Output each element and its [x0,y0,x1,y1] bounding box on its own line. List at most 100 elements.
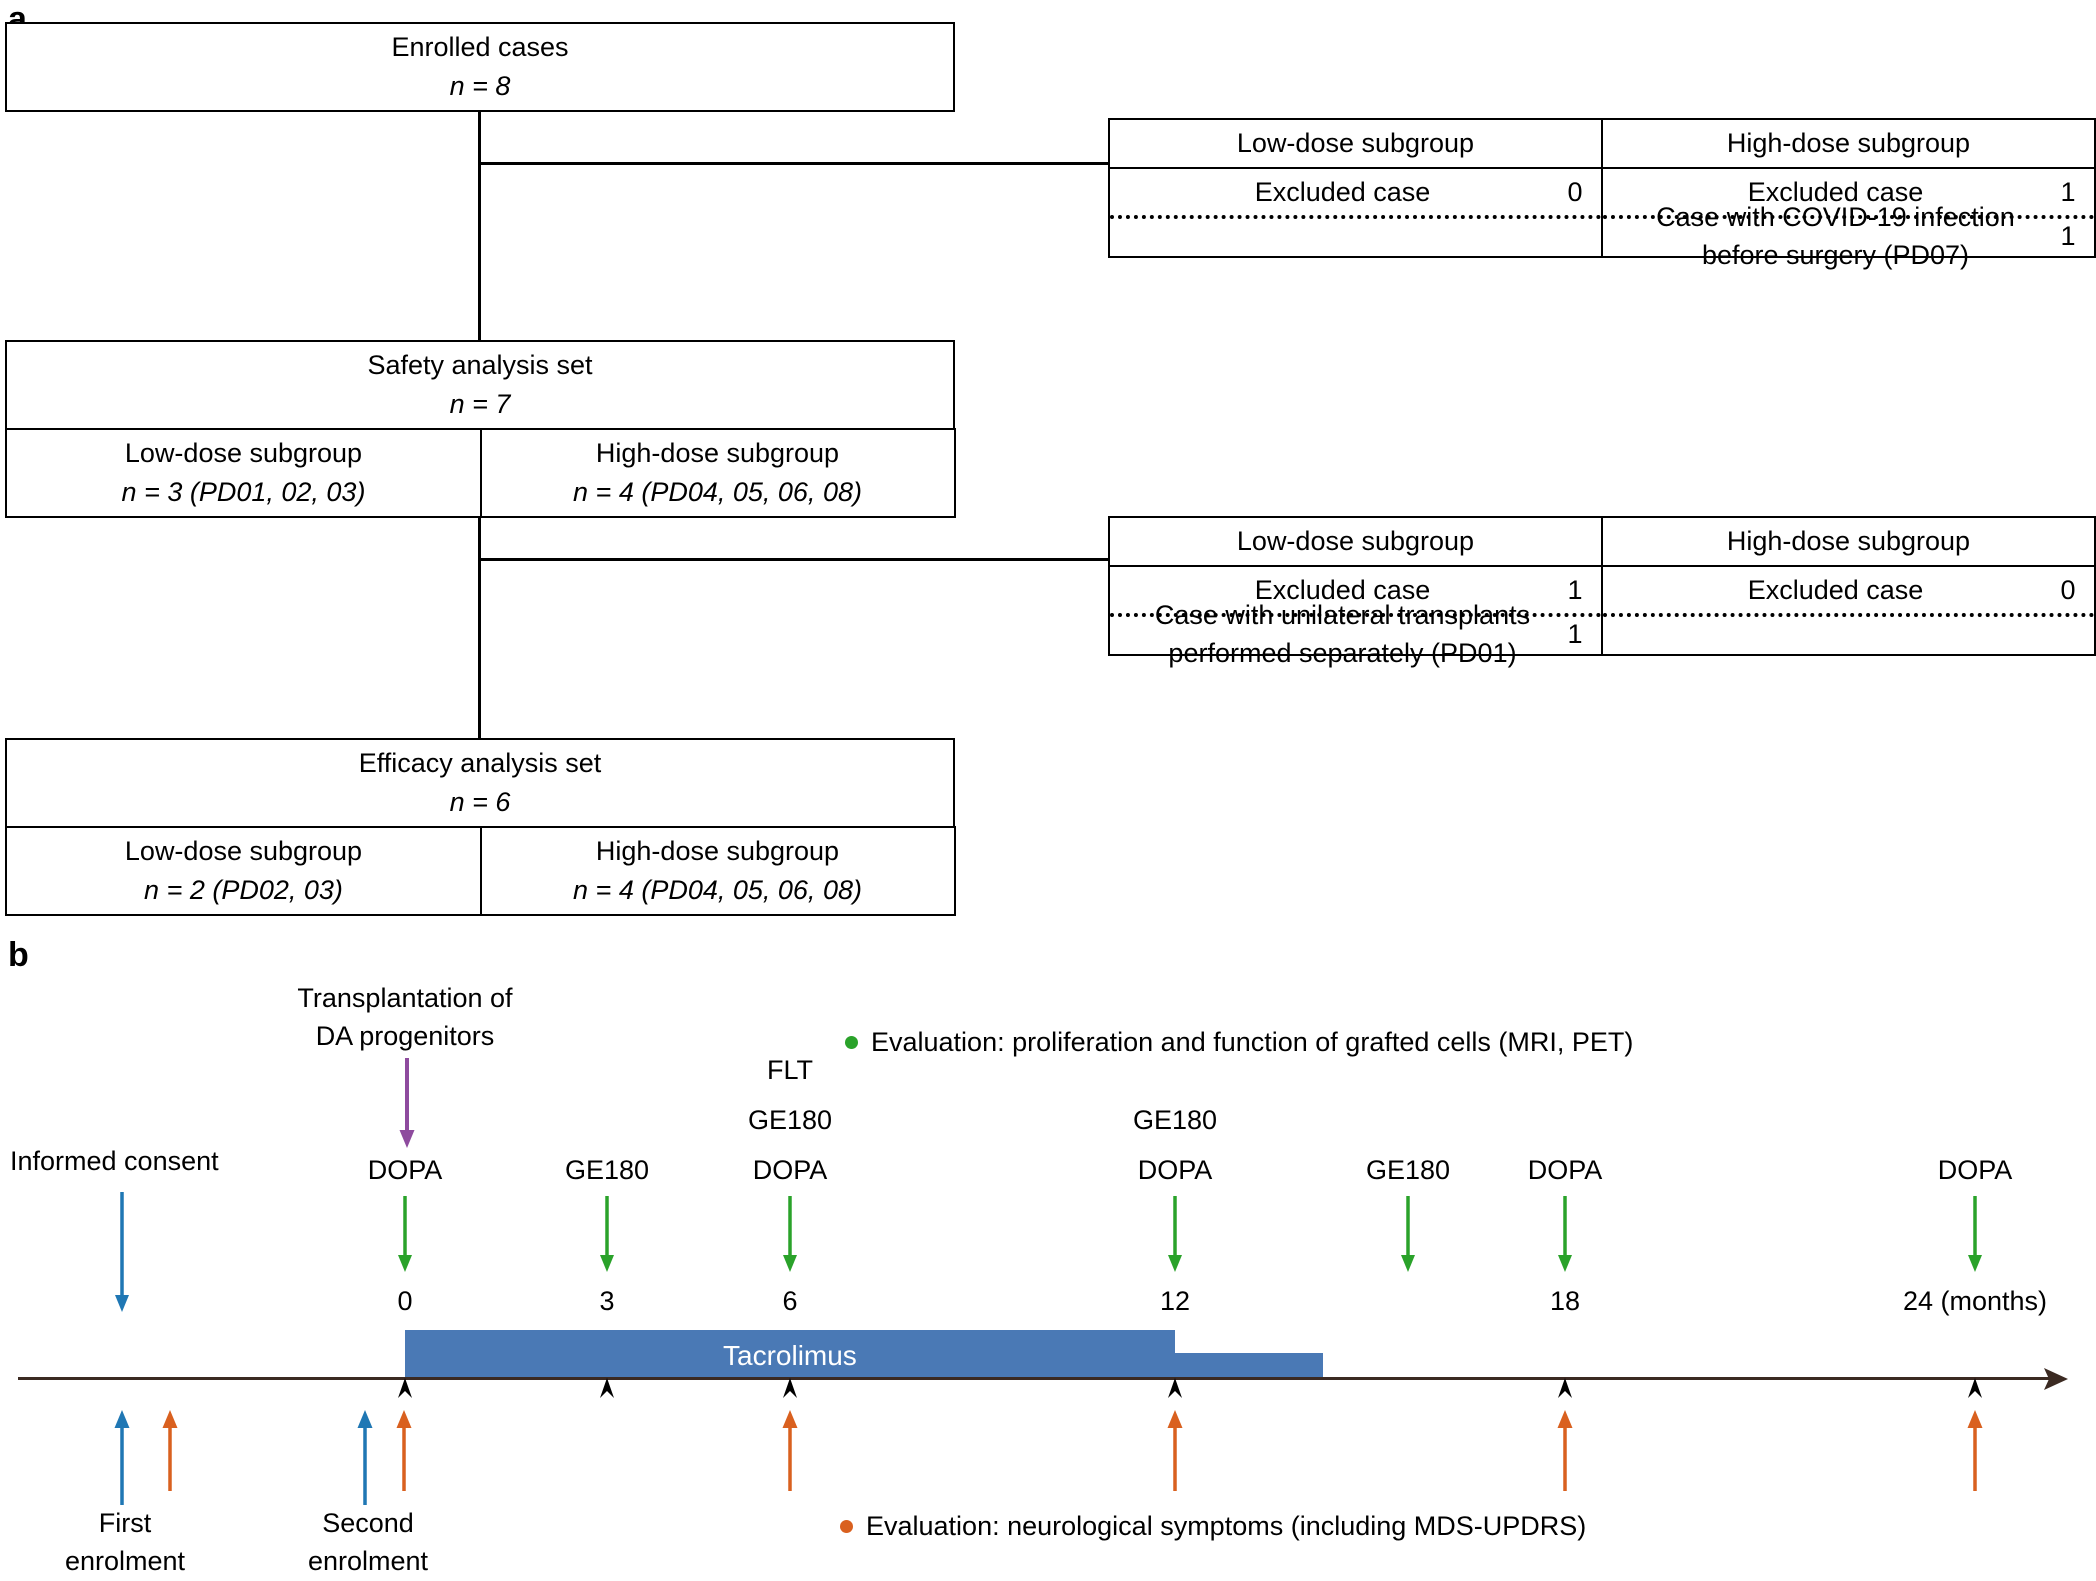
panel-b-letter: b [8,936,29,974]
exclusion2-low-excluded-count: 1 [1567,574,1583,605]
box-safety-high-subgroup: High-dose subgroup n = 4 (PD04, 05, 06, … [479,428,956,518]
exclusion2-high-excluded-label: Excluded case [1747,574,1924,605]
legend-orange: Evaluation: neurological symptoms (inclu… [840,1511,1586,1542]
exclusion1-high-reason-label: Case with COVID-19 infection before surg… [1656,201,2015,271]
safety-low-n: n = 3 (PD01, 02, 03) [121,477,366,507]
exclusion1-high-reason-count: 1 [2060,220,2076,251]
timeline-tick-label: 3 [599,1286,615,1316]
efficacy-high-title: High-dose subgroup [595,835,840,866]
informed-consent-arrow [115,1192,129,1312]
evaluation-arrow-green [1401,1196,1415,1272]
evaluation-arrow-green [398,1196,412,1272]
connector-to-exclusion-1 [478,162,1110,165]
exclusion1-low-col: Excluded case 0 [1110,169,1603,256]
timeline-tick-label: 18 [1549,1286,1581,1316]
marker-label: GE180 [1132,1105,1218,1135]
marker-labels: DOPA [315,1145,495,1195]
exclusion1-head-high: High-dose subgroup [1726,128,1971,158]
second-enrolment-line2: enrolment [307,1545,429,1576]
marker-label: GE180 [747,1105,833,1135]
axis-tick-caret-icon [1558,1378,1572,1398]
box-efficacy-analysis-set: Efficacy analysis set n = 6 [5,738,955,828]
timeline-axis [18,1377,2058,1380]
marker-label: DOPA [1527,1155,1603,1185]
exclusion1-high-excluded-label: Excluded case [1747,176,1924,207]
safety-high-title: High-dose subgroup [595,437,840,468]
exclusion1-head-low: Low-dose subgroup [1110,120,1603,167]
exclusion1-high-divider [1603,215,2094,219]
transplantation-label-line1: Transplantation of [297,983,513,1013]
marker-label: GE180 [564,1155,650,1185]
exclusion-table-first: Low-dose subgroup High-dose subgroup Exc… [1108,118,2096,270]
tacrolimus-bar-taper [1175,1353,1323,1378]
transplantation-label-line2: DA progenitors [315,1020,495,1051]
box-enrolled-cases: Enrolled cases n = 8 [5,22,955,112]
exclusion2-low-col: Excluded case 1 Case with unilateral tra… [1110,567,1603,668]
evaluation-arrow-orange [1167,1410,1183,1491]
safety-high-n: n = 4 (PD04, 05, 06, 08) [573,477,862,507]
evaluation-arrow-green [1168,1196,1182,1272]
exclusion2-head-low: Low-dose subgroup [1110,518,1603,565]
exclusion2-low-reason-label: Case with unilateral transplants perform… [1154,599,1531,669]
orange-dot-icon [840,1520,853,1533]
marker-labels: DOPA [1885,1145,2065,1195]
box-efficacy-high-subgroup: High-dose subgroup n = 4 (PD04, 05, 06, … [479,826,956,916]
legend-orange-text: Evaluation: neurological symptoms (inclu… [866,1511,1587,1541]
exclusion2-high-col: Excluded case 0 [1603,567,2094,654]
exclusion-table-second: Low-dose subgroup High-dose subgroup Exc… [1108,516,2096,668]
informed-consent-label: Informed consent [10,1146,219,1176]
exclusion2-low-excluded-label: Excluded case [1254,574,1431,605]
timeline-tick-label: 24 (months) [1902,1286,2048,1316]
enrolled-n: n = 8 [449,71,511,101]
marker-label: DOPA [1937,1155,2013,1185]
legend-green: Evaluation: proliferation and function o… [845,1027,1633,1058]
timeline-axis-arrowhead [2044,1368,2068,1390]
box-efficacy-low-subgroup: Low-dose subgroup n = 2 (PD02, 03) [5,826,482,916]
efficacy-title: Efficacy analysis set [358,747,602,778]
marker-label: DOPA [367,1155,443,1185]
exclusion1-low-divider [1110,215,1601,219]
timeline-tick-label: 6 [782,1286,798,1316]
marker-label: FLT [767,1055,813,1085]
axis-tick-caret-icon [600,1378,614,1398]
axis-tick-caret-icon [1968,1378,1982,1398]
first-enrolment-label: First enrolment [35,1505,215,1581]
tacrolimus-bar-main [405,1330,1175,1378]
efficacy-low-title: Low-dose subgroup [124,835,363,866]
marker-label: GE180 [1365,1155,1451,1185]
exclusion2-head-high: High-dose subgroup [1726,526,1971,556]
safety-title: Safety analysis set [367,349,593,380]
efficacy-low-n: n = 2 (PD02, 03) [144,875,343,905]
evaluation-arrow-orange [1557,1410,1573,1491]
second-enrolment-label: Second enrolment [278,1505,458,1581]
second-enrolment-line1: Second [322,1508,414,1538]
exclusion2-low-reason-count: 1 [1567,618,1583,649]
connector-to-exclusion-2 [478,558,1110,561]
marker-labels: GE180 [517,1145,697,1195]
enrolment-arrow-blue [114,1410,130,1505]
marker-labels: GE180 [1318,1145,1498,1195]
tacrolimus-label: Tacrolimus [723,1340,857,1371]
evaluation-arrow-green [783,1196,797,1272]
box-safety-low-subgroup: Low-dose subgroup n = 3 (PD01, 02, 03) [5,428,482,518]
axis-tick-caret-icon [398,1378,412,1398]
evaluation-arrow-orange [1967,1410,1983,1491]
enrolment-arrow-blue [357,1410,373,1505]
exclusion1-low-excluded-label: Excluded case [1254,176,1431,207]
timeline-tick-label: 12 [1159,1286,1191,1316]
evaluation-arrow-green [600,1196,614,1272]
exclusion2-high-divider [1603,613,2094,617]
box-safety-analysis-set: Safety analysis set n = 7 [5,340,955,430]
first-enrolment-line1: First [98,1508,152,1538]
safety-n: n = 7 [449,389,511,419]
marker-label: DOPA [752,1155,828,1185]
evaluation-arrow-green [1968,1196,1982,1272]
evaluation-arrow-orange [396,1410,412,1491]
evaluation-arrow-green [1558,1196,1572,1272]
efficacy-n: n = 6 [449,787,511,817]
green-dot-icon [845,1036,858,1049]
exclusion1-low-excluded-count: 0 [1567,176,1583,207]
exclusion1-high-excluded-count: 1 [2060,176,2076,207]
